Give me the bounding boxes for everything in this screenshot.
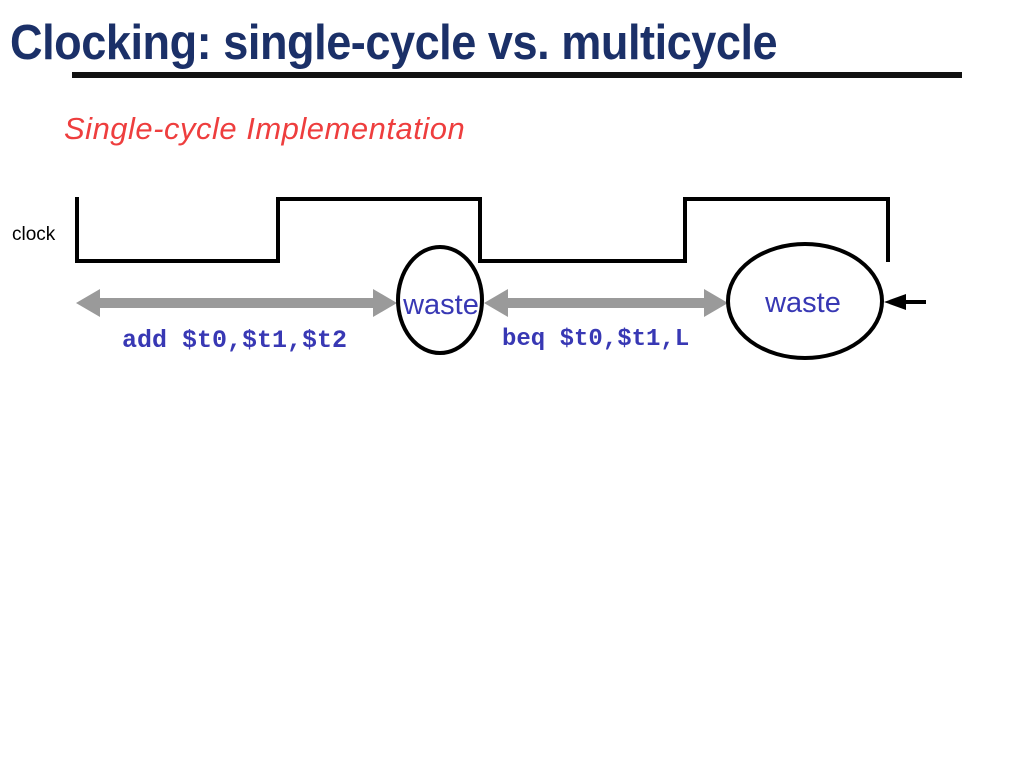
waste-ellipse-1: [396, 245, 484, 355]
title-underline-rule: [72, 72, 962, 78]
cycle1-arrowhead-right: [373, 289, 397, 317]
cycle2-arrowhead-left: [484, 289, 508, 317]
cycle1-span-arrow: [76, 289, 397, 317]
cycle2-span-arrow: [484, 289, 728, 317]
instruction-beq: beq $t0,$t1,L: [502, 326, 689, 353]
clock-timing-diagram: clock waste waste add $t0,$t1,$t2 beq $t…: [12, 197, 926, 360]
waste-ellipse-2: [726, 242, 884, 360]
slide-title: Clocking: single-cycle vs. multicycle: [10, 16, 778, 70]
waste-label-1: waste: [402, 289, 479, 321]
cycle1-arrowhead-left: [76, 289, 100, 317]
cycle2-arrowhead-right: [704, 289, 728, 317]
slide-subtitle: Single-cycle Implementation: [64, 111, 466, 146]
clock-label: clock: [12, 224, 56, 245]
instruction-add: add $t0,$t1,$t2: [122, 326, 347, 355]
next-instruction-arrowhead: [884, 294, 906, 310]
waste-label-2: waste: [764, 287, 841, 319]
next-instruction-arrow: [884, 294, 926, 310]
clock-waveform: [75, 197, 890, 263]
